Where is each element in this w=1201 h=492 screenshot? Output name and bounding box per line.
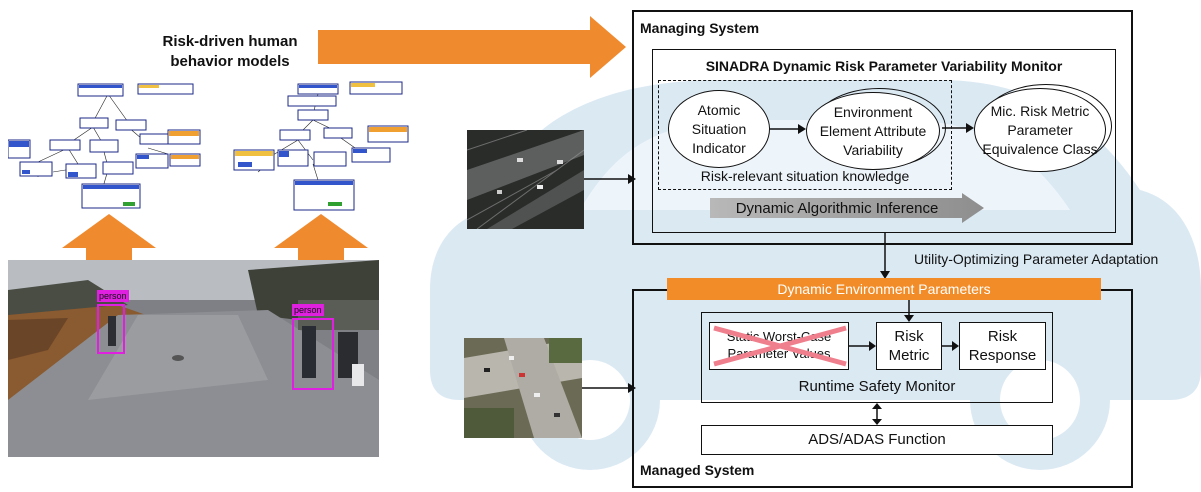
knowledge-dashed-box [658,80,952,190]
static-line-2: Parameter Values [727,346,831,361]
mic-line-3: Equivalence Class [982,140,1098,157]
ads-function-box [701,425,1053,455]
knowledge-label: Risk-relevant situation knowledge [700,168,910,184]
person-box-1 [97,304,125,354]
env-line-2: Element Attribute [819,122,927,139]
risk-metric-label: Risk Metric [876,327,942,365]
aerial-photo-bottom [464,338,582,438]
managing-system-title: Managing System [640,20,760,36]
risk-response-line-1: Risk [987,328,1018,345]
mic-line-1: Mic. Risk Metric [990,102,1090,119]
arrow-metric-to-response [942,341,959,351]
atomic-line-1: Atomic [697,101,741,118]
title-line-2: behavior models [170,53,290,70]
arrow-bar-to-metric [904,300,914,322]
env-line-3: Variability [843,141,903,158]
atomic-situation-node: Atomic Situation Indicator [668,90,770,168]
bayesian-network-right [233,81,409,211]
risk-response-label: Risk Response [959,327,1046,365]
adaptation-arrow [880,233,890,279]
inference-arrow [710,193,984,223]
env-line-1: Environment [833,103,913,120]
pedestrian-photo: person person [8,260,379,457]
risk-metric-equivalence-node: Mic. Risk Metric Parameter Equivalence C… [974,88,1106,172]
bidirectional-arrow [872,403,882,425]
behavior-models-title: Risk-driven human behavior models [150,32,310,72]
env-params-bar [667,278,1101,300]
person-box-2 [292,318,334,390]
aerial-photo-top [467,130,584,229]
mic-line-2: Parameter [1007,121,1073,138]
atomic-line-2: Situation [691,120,747,137]
risk-response-box [959,322,1046,370]
env-params-label: Dynamic Environment Parameters [777,281,991,297]
runtime-monitor-box [701,312,1053,403]
arrow-env-to-mic [942,123,974,133]
bayesian-network-left [8,83,201,209]
managed-system-title: Managed System [640,462,755,478]
person-tag-2: person [292,304,324,316]
risk-metric-box [876,322,942,370]
atomic-line-3: Indicator [692,139,746,156]
monitor-box [652,49,1116,233]
monitor-title: SINADRA Dynamic Risk Parameter Variabili… [705,58,1063,74]
ads-function-label: ADS/ADAS Function [808,431,946,448]
risk-response-line-2: Response [968,347,1037,364]
managing-system-box [632,10,1133,245]
big-orange-arrow [318,16,626,78]
up-arrow-left [62,214,156,286]
photo-arrow-bottom [582,383,636,393]
person-tag-1: person [97,290,129,302]
runtime-monitor-label: Runtime Safety Monitor [798,378,956,395]
photo-arrow-top [584,174,636,184]
inference-label: Dynamic Algorithmic Inference [735,200,939,217]
cross-out-mark [713,325,847,367]
environment-attribute-node: Environment Element Attribute Variabilit… [806,92,940,170]
risk-metric-line-1: Risk [894,328,924,345]
arrow-atomic-to-env [770,124,806,134]
risk-metric-line-2: Metric [888,347,930,364]
adaptation-label: Utility-Optimizing Parameter Adaptation [914,251,1159,267]
title-line-1: Risk-driven human [162,33,298,50]
arrow-static-to-metric [849,341,876,351]
up-arrow-right [274,214,368,286]
